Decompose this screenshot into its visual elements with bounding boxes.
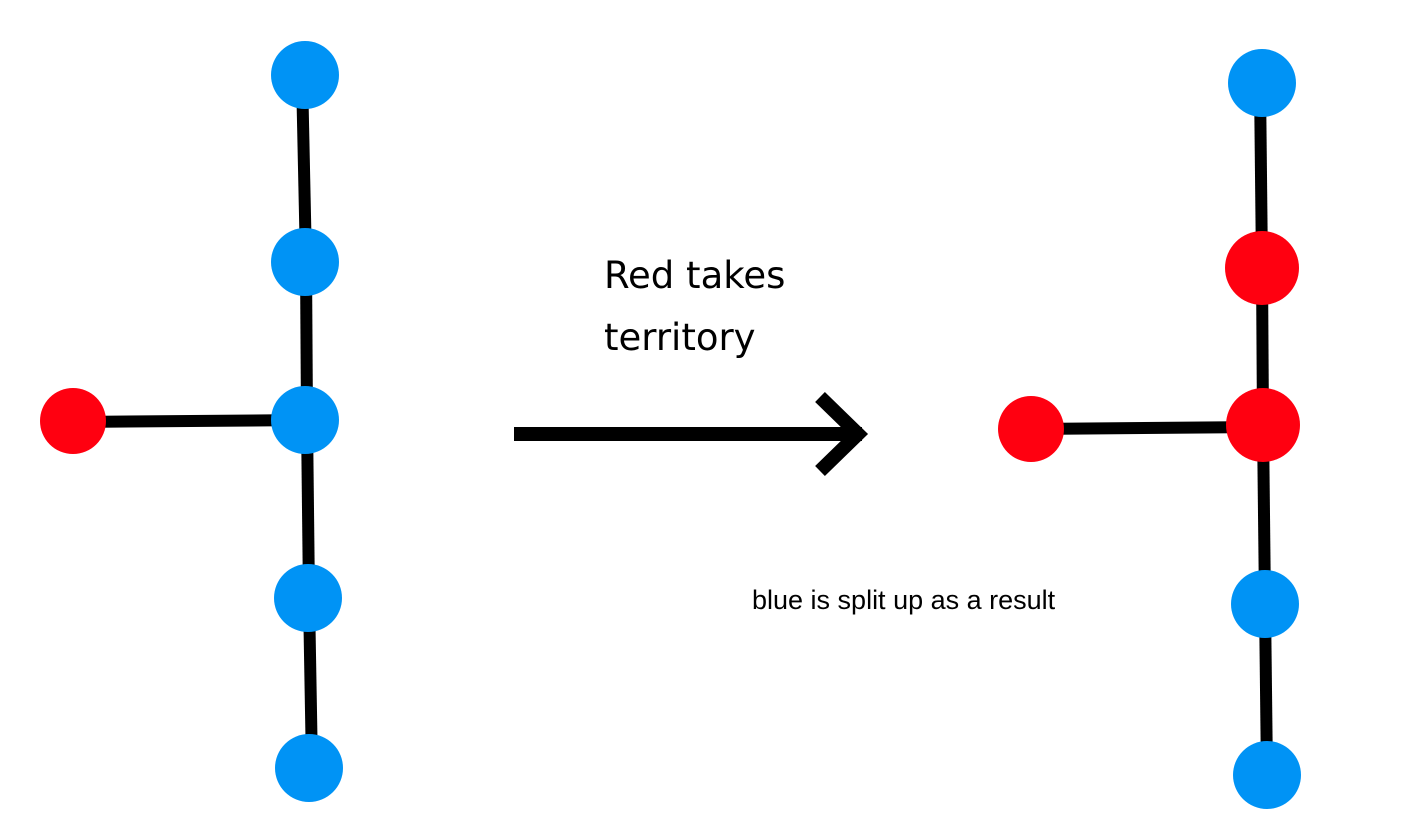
node-before-lower: [274, 564, 342, 632]
transition-label-line2: territory: [604, 316, 756, 359]
node-before-upper: [271, 228, 339, 296]
transition-label: Red takes territory: [604, 245, 785, 369]
node-after-bottom: [1233, 741, 1301, 809]
node-before-branch: [40, 388, 106, 454]
node-before-junction: [271, 386, 339, 454]
graph-before: [40, 41, 343, 802]
transition-label-line1: Red takes: [604, 254, 786, 297]
node-after-top: [1228, 49, 1296, 117]
edge-before-branch: [72, 414, 308, 428]
edge-after-branch: [1029, 421, 1264, 435]
node-after-junction: [1226, 388, 1300, 462]
node-before-bottom: [275, 734, 343, 802]
graph-after: [998, 49, 1301, 809]
arrow-head: [815, 391, 869, 477]
node-after-upper: [1225, 231, 1299, 305]
result-note: blue is split up as a result: [752, 585, 1056, 615]
transition-arrow: [514, 391, 869, 477]
graph-before-nodes: [40, 41, 343, 802]
node-after-lower: [1231, 570, 1299, 638]
graph-after-nodes: [998, 49, 1301, 809]
node-before-top: [271, 41, 339, 109]
node-after-branch: [998, 396, 1064, 462]
